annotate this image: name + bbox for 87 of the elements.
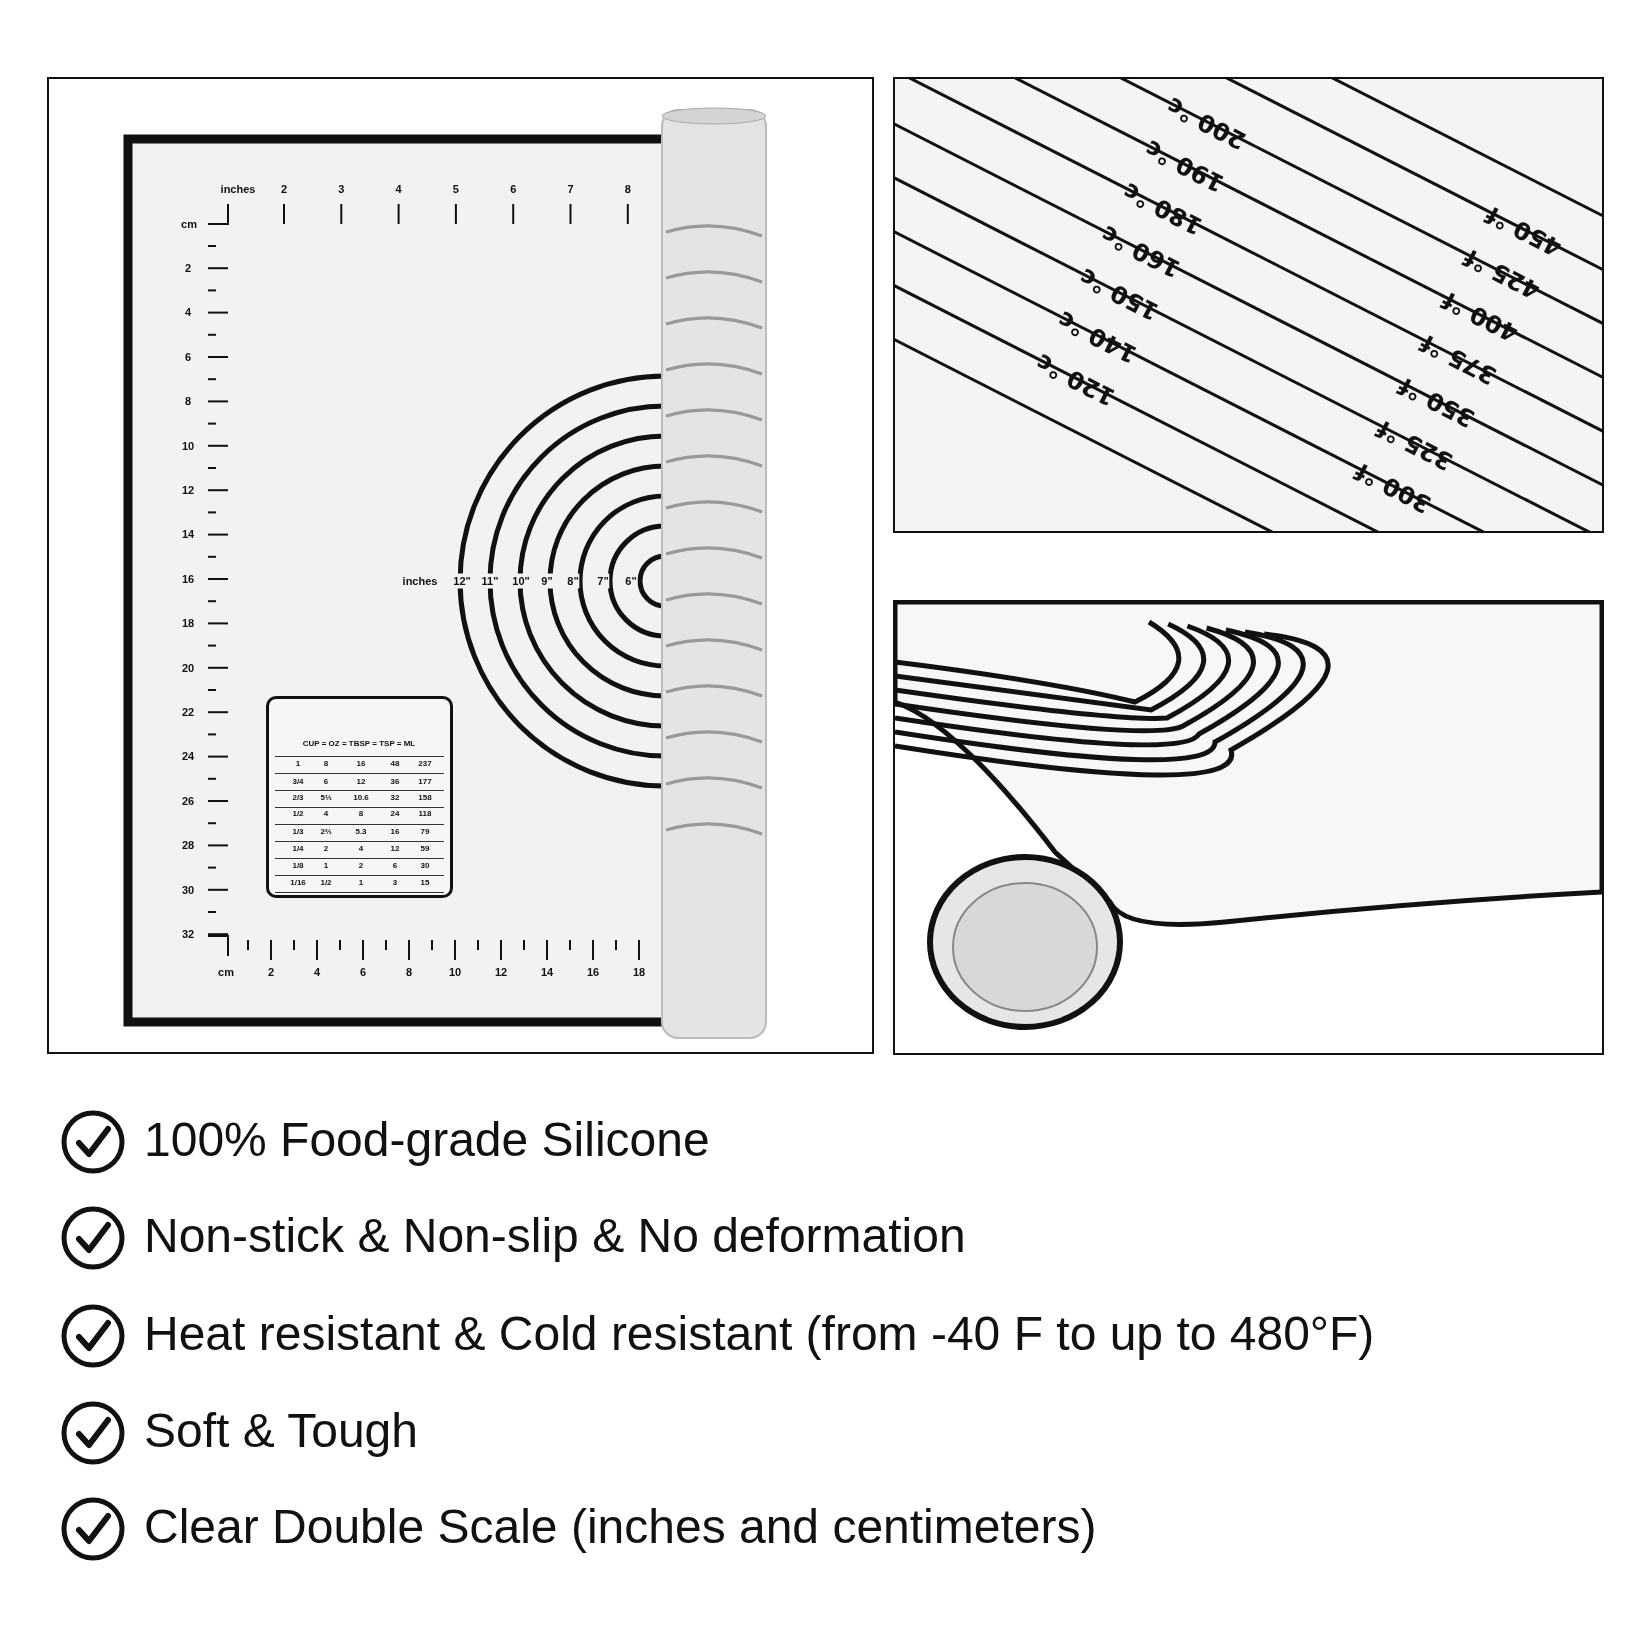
conversion-value: 2⅔ — [320, 828, 332, 836]
scale-number: 2 — [184, 262, 192, 274]
conversion-value: 1/2 — [320, 879, 332, 887]
scale-number: 5 — [452, 183, 459, 195]
scale-number: 10 — [181, 440, 195, 452]
scale-number: 2 — [280, 183, 288, 195]
scale-number: 9" — [540, 573, 554, 589]
conversion-value: 1/16 — [290, 879, 306, 887]
scale-number: 18 — [181, 617, 195, 629]
feature-text: 100% Food-grade Silicone — [144, 1116, 710, 1164]
conversion-value: 5.3 — [355, 828, 367, 836]
scale-number: 32 — [181, 928, 195, 940]
scale-number: 10 — [448, 966, 462, 978]
scale-number: 6 — [359, 966, 367, 978]
conversion-value: 1/8 — [292, 862, 304, 870]
conversion-value: 6 — [323, 778, 329, 786]
scale-number: 18 — [632, 966, 646, 978]
scale-number: 20 — [181, 662, 195, 674]
scale-number: 7" — [596, 573, 610, 589]
conversion-value: 12 — [356, 778, 366, 786]
conversion-value: 1/4 — [292, 845, 304, 853]
conversion-value: 1 — [358, 879, 364, 887]
conversion-value: 48 — [390, 760, 400, 768]
conversion-value: 24 — [390, 810, 400, 818]
scale-number: 8" — [566, 573, 580, 589]
scale-number: 11" — [480, 573, 500, 589]
conversion-value: 16 — [356, 760, 366, 768]
conversion-value: 16 — [390, 828, 400, 836]
scale-number: 4 — [395, 183, 402, 195]
scale-number: 4 — [184, 306, 192, 318]
conversion-value: 10.6 — [353, 794, 369, 802]
scale-unit: cm — [218, 966, 234, 978]
feature-text: Soft & Tough — [144, 1407, 418, 1455]
conversion-value: 5⅓ — [320, 794, 332, 802]
scale-number: 14 — [181, 528, 195, 540]
scale-number: 22 — [181, 706, 195, 718]
conversion-value: 15 — [420, 879, 430, 887]
scale-number: 3 — [338, 183, 345, 195]
feature-text: Heat resistant & Cold resistant (from -40 F to up to 480°F) — [144, 1310, 1375, 1358]
conversion-value: 4 — [323, 810, 329, 818]
scale-number: 6 — [184, 351, 192, 363]
conversion-value: 32 — [390, 794, 400, 802]
scale-number: 16 — [181, 573, 195, 585]
conversion-value: 79 — [420, 828, 430, 836]
conversion-value: 2 — [358, 862, 364, 870]
scale-number: 6 — [510, 183, 517, 195]
conversion-value: 12 — [390, 845, 400, 853]
scale-number: 4 — [313, 966, 321, 978]
conversion-value: 30 — [420, 862, 430, 870]
scale-number: 16 — [586, 966, 600, 978]
conversion-value: 2/3 — [292, 794, 304, 802]
conversion-value: 59 — [420, 845, 430, 853]
conversion-value: 158 — [418, 794, 432, 802]
scale-number: 30 — [181, 884, 195, 896]
scale-number: 26 — [181, 795, 195, 807]
scale-number: 14 — [540, 966, 554, 978]
conversion-value: 177 — [418, 778, 432, 786]
conversion-value: 1/2 — [292, 810, 304, 818]
scale-number: 24 — [181, 750, 195, 762]
scale-number: 8 — [405, 966, 413, 978]
scale-unit: cm — [181, 218, 197, 230]
conversion-value: 237 — [418, 760, 432, 768]
table-header: CUP = OZ = TBSP = TSP = ML — [302, 740, 416, 748]
conversion-value: 3 — [392, 879, 398, 887]
scale-number: 2 — [267, 966, 275, 978]
conversion-value: 4 — [358, 845, 364, 853]
scale-number: 12 — [494, 966, 508, 978]
scale-unit: inches — [220, 183, 256, 195]
feature-text: Non-stick & Non-slip & No deformation — [144, 1212, 966, 1260]
conversion-value: 2 — [323, 845, 329, 853]
conversion-value: 1 — [323, 862, 329, 870]
scale-number: 12" — [452, 573, 472, 589]
conversion-value: 6 — [392, 862, 398, 870]
scale-number: 12 — [181, 484, 195, 496]
scale-number: 7 — [567, 183, 574, 195]
scale-number: 28 — [181, 839, 195, 851]
conversion-value: 8 — [323, 760, 329, 768]
conversion-value: 1/3 — [292, 828, 304, 836]
conversion-value: 8 — [358, 810, 364, 818]
scale-number: 10" — [511, 573, 531, 589]
feature-text: Clear Double Scale (inches and centimeters) — [144, 1503, 1097, 1551]
scale-number: 8 — [624, 183, 631, 195]
conversion-value: 1 — [295, 760, 301, 768]
conversion-value: 118 — [418, 810, 432, 818]
conversion-value: 3/4 — [292, 778, 304, 786]
scale-number: 8 — [184, 395, 192, 407]
conversion-value: 36 — [390, 778, 400, 786]
